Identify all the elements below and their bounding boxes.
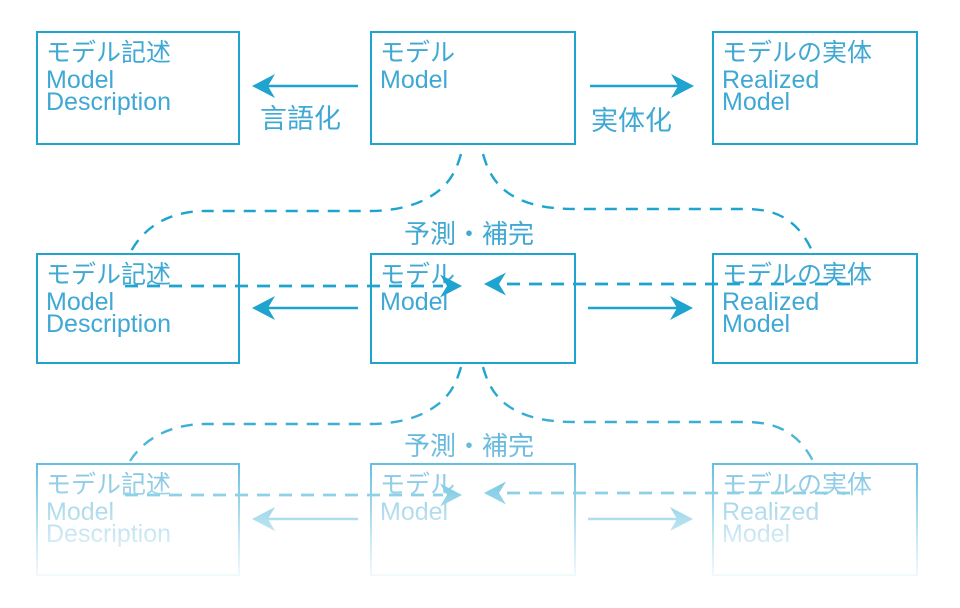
box-label-en: Description (46, 520, 172, 548)
box-label-en: Model (380, 288, 449, 316)
box-label-jp: モデル記述 (46, 39, 172, 67)
box-model-row1: モデル Model (370, 31, 576, 145)
box-label-jp: モデル (380, 261, 456, 289)
box-label-jp: モデル (380, 39, 456, 67)
label-realization: 実体化 (591, 106, 672, 136)
label-verbalization: 言語化 (260, 104, 341, 134)
box-label-en: Model (722, 88, 791, 116)
box-label-jp: モデルの実体 (722, 39, 873, 67)
box-label-en: Description (46, 88, 172, 116)
box-label-jp: モデルの実体 (722, 471, 873, 499)
box-label-jp: モデル (380, 471, 456, 499)
box-label-en: Realized (722, 288, 820, 316)
box-label-en: Model (722, 310, 791, 338)
row3-arrow-right-head-icon (670, 507, 693, 531)
box-model-description-row3-faded: モデル記述 Model Description (36, 463, 240, 576)
box-realized-model-row1: モデルの実体 Realized Model (712, 31, 918, 145)
row2-arrow-right-head-icon (670, 296, 693, 320)
box-label-jp: モデル記述 (46, 261, 172, 289)
label-prediction-completion-2: 予測・補完 (403, 431, 534, 461)
arrow-verbalization-head-icon (252, 74, 275, 98)
box-model-row3-faded: モデル Model (370, 463, 576, 576)
box-label-en: Model (722, 520, 791, 548)
box-label-en: Model (380, 66, 449, 94)
box-label-en: Model (380, 498, 449, 526)
box-model-row2: モデル Model (370, 253, 576, 364)
box-label-jp: モデルの実体 (722, 261, 873, 289)
box-label-en: Model (46, 288, 115, 316)
label-prediction-completion-1: 予測・補完 (403, 219, 534, 249)
row3-arrow-left-head-icon (252, 507, 275, 531)
box-realized-model-row2: モデルの実体 Realized Model (712, 253, 918, 364)
box-label-en: Description (46, 310, 172, 338)
box-model-description-row1: モデル記述 Model Description (36, 31, 240, 145)
box-label-jp: モデル記述 (46, 471, 172, 499)
box-label-en: Model (46, 66, 115, 94)
box-label-en: Realized (722, 66, 820, 94)
row2-arrow-left-head-icon (252, 296, 275, 320)
box-realized-model-row3-faded: モデルの実体 Realized Model (712, 463, 918, 576)
arrow-realization-head-icon (671, 74, 694, 98)
box-model-description-row2: モデル記述 Model Description (36, 253, 240, 364)
